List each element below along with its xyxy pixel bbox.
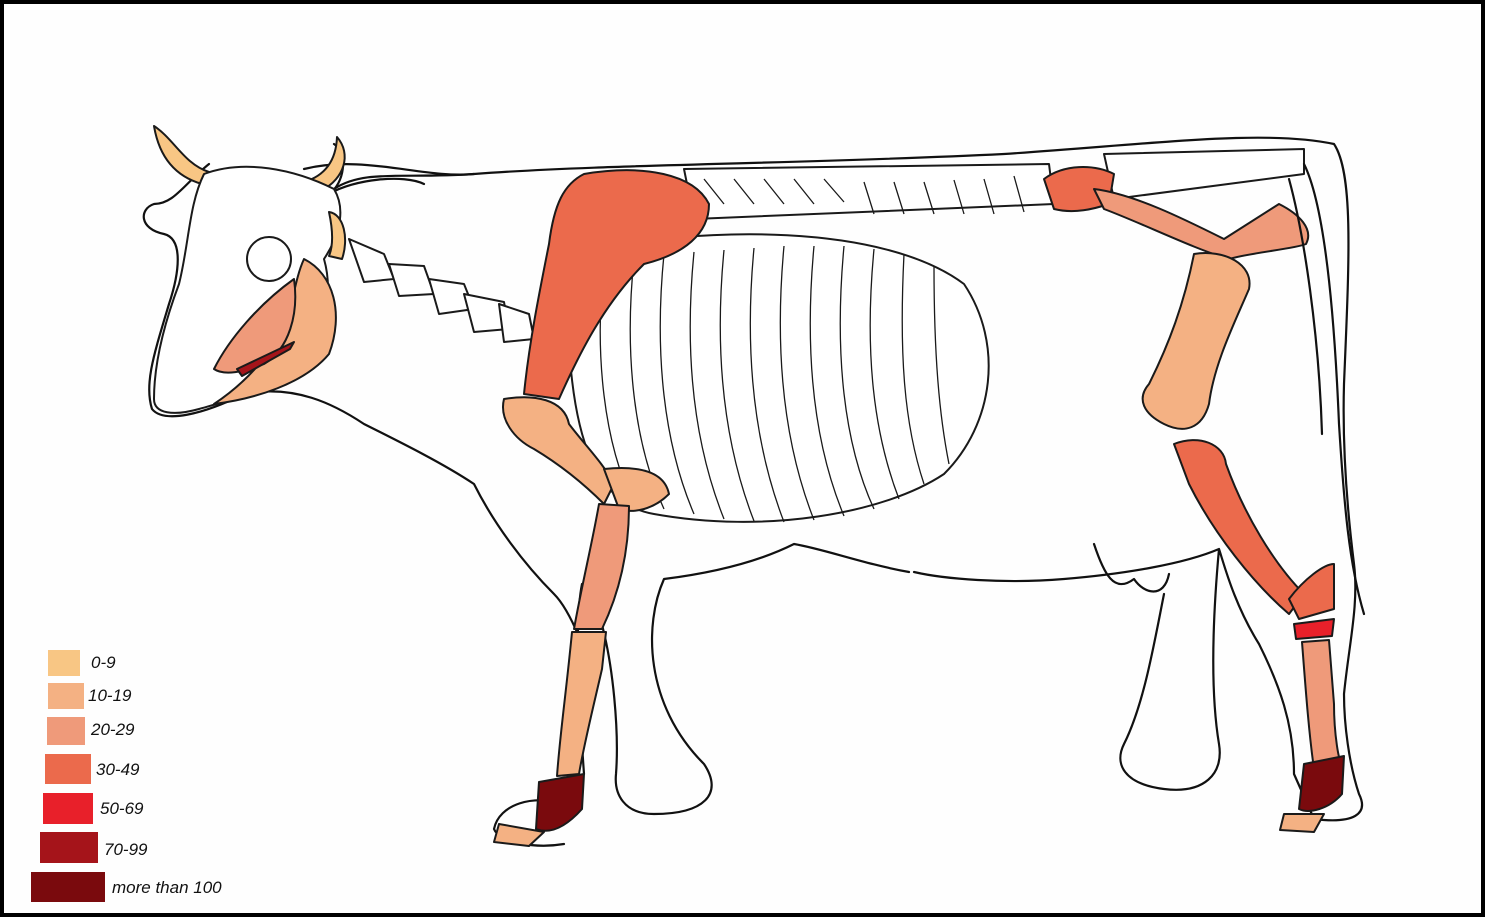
legend-swatch [48, 683, 84, 709]
legend-label: more than 100 [112, 878, 222, 898]
legend-label: 0-9 [91, 653, 116, 673]
neck-vertebrae [349, 239, 534, 342]
legend-swatch [48, 650, 80, 676]
legend-swatch [40, 832, 98, 863]
legend-swatch [45, 754, 91, 784]
legend-label: 10-19 [88, 686, 131, 706]
legend-label: 20-29 [91, 720, 134, 740]
cow-skeleton-diagram [4, 4, 1481, 913]
legend-swatch [43, 793, 93, 824]
legend-label: 30-49 [96, 760, 139, 780]
legend-swatch [47, 717, 85, 745]
spine [684, 149, 1304, 219]
back-leg-bones [1044, 167, 1344, 832]
legend-swatch [31, 872, 105, 902]
diagram-canvas: 0-9 10-19 20-29 30-49 50-69 70-99 [4, 4, 1481, 913]
skull [154, 167, 345, 413]
legend-label: 50-69 [100, 799, 143, 819]
legend-label: 70-99 [104, 840, 147, 860]
